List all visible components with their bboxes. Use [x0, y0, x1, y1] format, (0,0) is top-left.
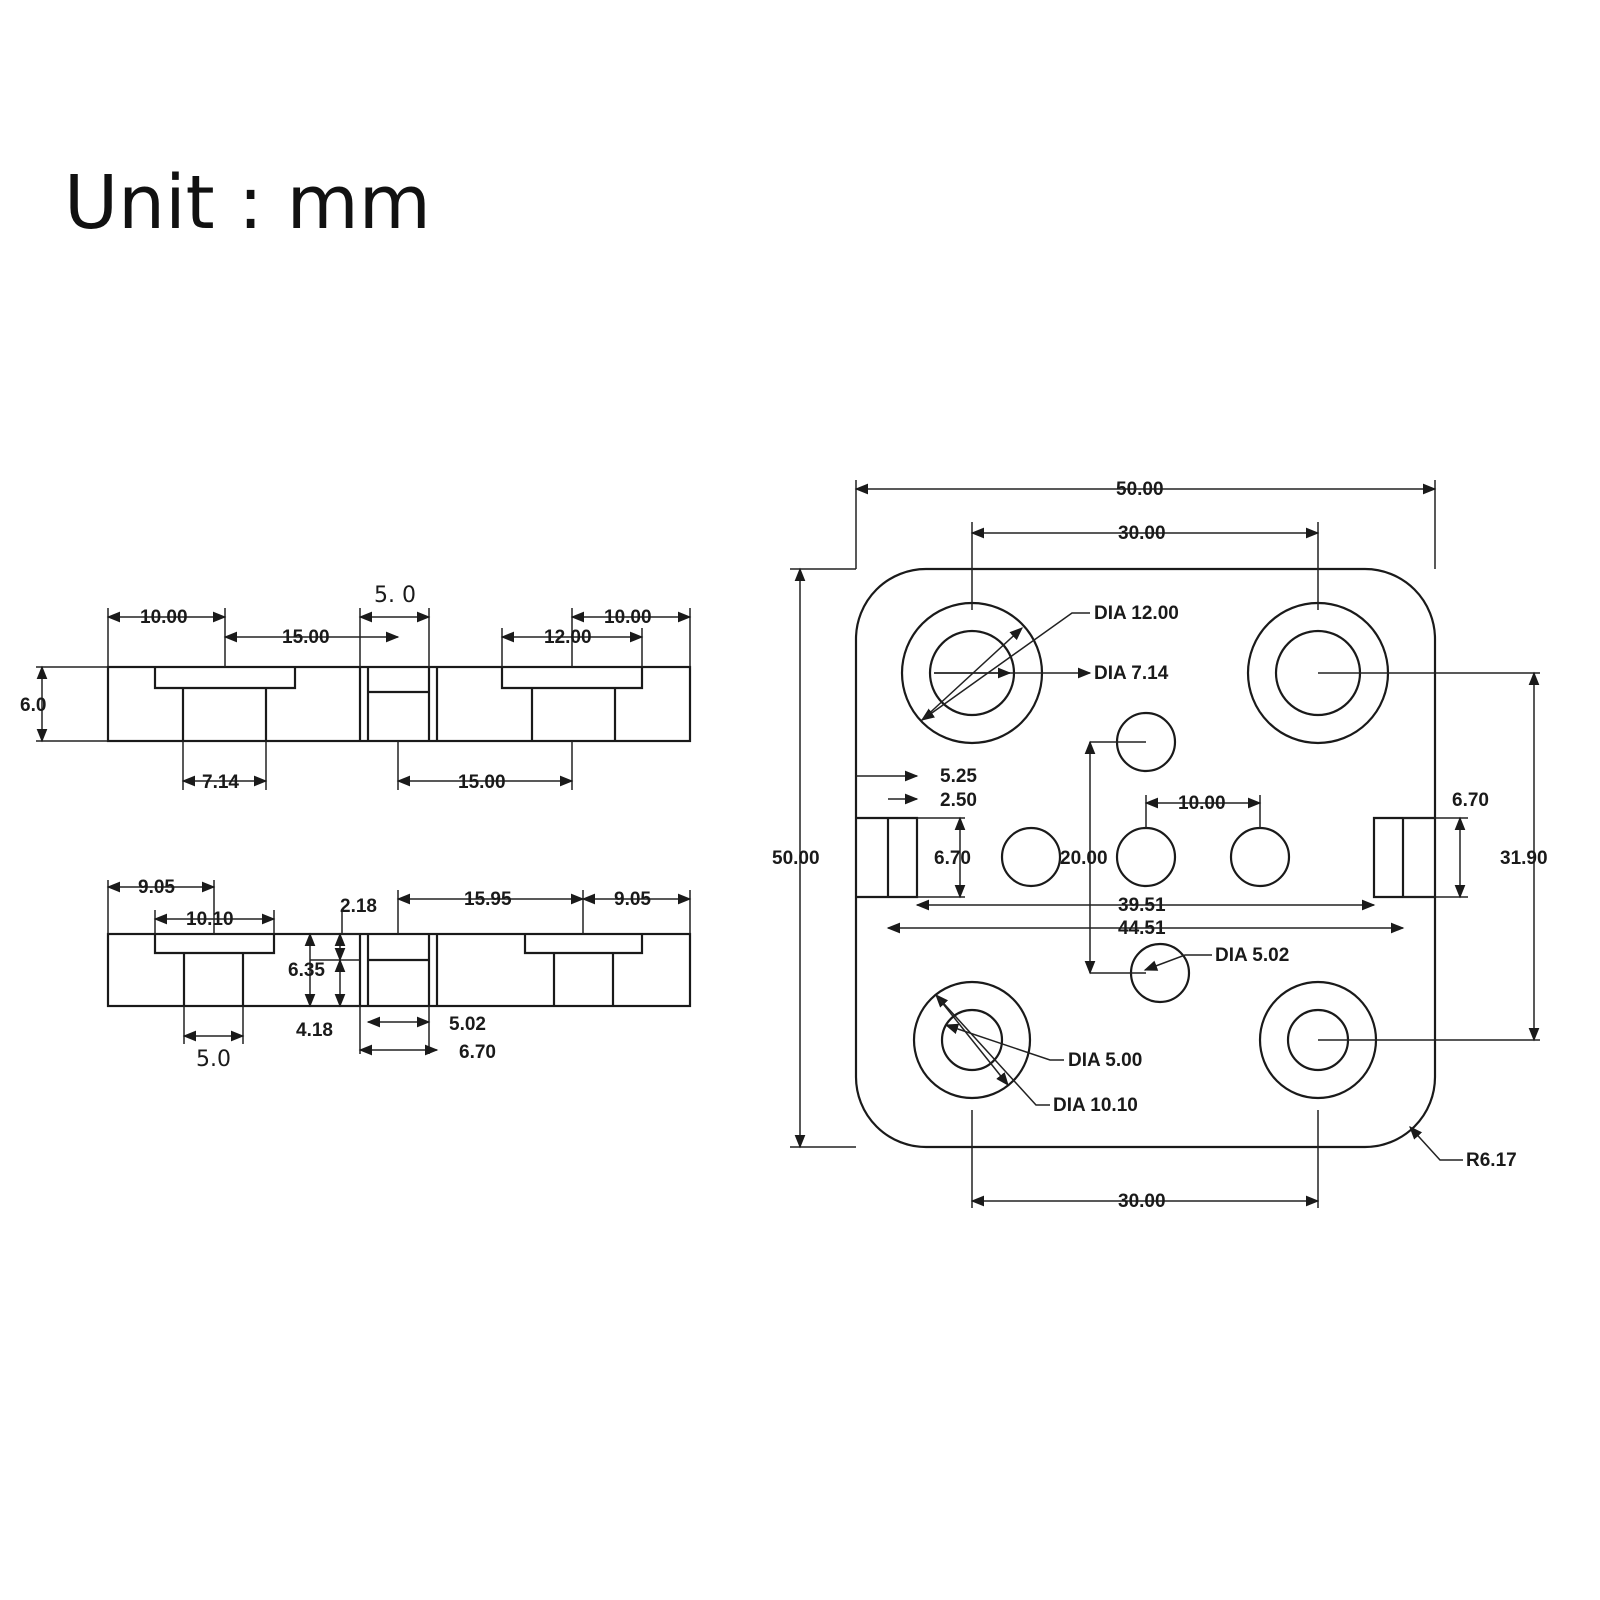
dim-label: 30.00	[1118, 523, 1166, 544]
dim-label: 12.00	[544, 627, 592, 648]
unit-title: Unit : mm	[64, 160, 431, 246]
hole-center	[1115, 826, 1177, 888]
dim-label: 6.70	[1452, 790, 1489, 811]
side-top-right-counterbore	[500, 667, 644, 690]
dim-label: 31.90	[1500, 848, 1548, 869]
dim-label: DIA 12.00	[1094, 603, 1179, 624]
counterbore-bottom-left	[912, 980, 1032, 1100]
side-top-left-counterbore	[153, 667, 297, 690]
dim-label: 44.51	[1118, 918, 1166, 939]
dim-label: 39.51	[1118, 895, 1166, 916]
dim-label: 6.70	[934, 848, 971, 869]
side-top-left-hole	[181, 688, 268, 741]
side-bottom-right-counterbore	[523, 934, 644, 955]
dim-label: 15.95	[464, 889, 512, 910]
dim-label: 15.00	[282, 627, 330, 648]
dim-label: DIA 10.10	[1053, 1095, 1138, 1116]
dim-label: 4.18	[296, 1020, 333, 1041]
dim-label: 2.18	[340, 896, 377, 917]
dim-label: 5.0	[196, 1047, 231, 1072]
dim-label: 50.00	[1116, 479, 1164, 500]
hole-center-left	[1000, 826, 1062, 888]
side-top-slot	[358, 667, 439, 741]
dim-label: 30.00	[1118, 1191, 1166, 1212]
dim-label: R6.17	[1466, 1150, 1517, 1171]
side-view-top: 10.00 15.00 5. 0 12.00 10.00 6.0 7.14 15…	[20, 583, 692, 793]
dim-label: 9.05	[614, 889, 651, 910]
side-bottom-slot	[358, 934, 439, 1006]
dim-label: 5. 0	[374, 583, 416, 608]
dim-label: 10.00	[140, 607, 188, 628]
dim-label: 10.10	[186, 909, 234, 930]
dim-label: 9.05	[138, 877, 175, 898]
slot-right	[1372, 816, 1435, 899]
top-view: 50.00 30.00 50.00 DIA 12.00 DIA 7.14 5.2…	[772, 479, 1548, 1212]
dim-label: 10.00	[604, 607, 652, 628]
dim-label: 6.70	[459, 1042, 496, 1063]
dim-label: DIA 7.14	[1094, 663, 1169, 684]
dim-label: DIA 5.00	[1068, 1050, 1142, 1071]
dim-label: 15.00	[458, 772, 506, 793]
hole-center-right	[1229, 826, 1291, 888]
side-top-right-hole	[530, 688, 617, 741]
dim-label: 50.00	[772, 848, 820, 869]
side-bottom-left-counterbore	[153, 934, 276, 955]
dim-label: 2.50	[940, 790, 977, 811]
side-bottom-left-hole	[182, 953, 245, 1006]
dim-label: DIA 5.02	[1215, 945, 1289, 966]
dim-label: 5.02	[449, 1014, 486, 1035]
slot-left	[856, 816, 919, 899]
dim-label: 7.14	[202, 772, 239, 793]
dim-label: 6.0	[20, 695, 46, 716]
dim-label: 20.00	[1060, 848, 1108, 869]
dim-label: 10.00	[1178, 793, 1226, 814]
plate-outline	[854, 567, 1437, 1149]
side-top-body	[106, 665, 692, 743]
dim-label: 5.25	[940, 766, 977, 787]
side-view-bottom: 9.05 10.10 2.18 15.95 9.05 6.35 4.18 5.0…	[106, 877, 692, 1072]
side-bottom-body	[106, 932, 692, 1008]
side-bottom-right-hole	[552, 953, 615, 1006]
hole-bottom-left	[940, 1008, 1004, 1072]
dim-label: 6.35	[288, 960, 325, 981]
